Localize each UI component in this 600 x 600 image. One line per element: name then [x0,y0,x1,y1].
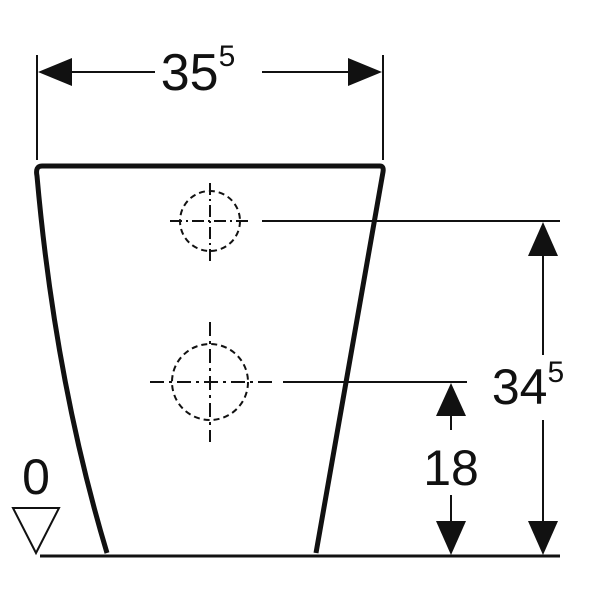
lower-height-arrow-up-icon [436,383,466,416]
lower-connection-circle [171,343,249,421]
width-arrow-left-icon [38,58,72,86]
lower-connection [150,322,272,442]
width-arrow-right-icon [348,58,382,86]
floor-reference-marker: 0 [11,449,61,556]
width-dimension: 355 [36,40,384,160]
floor-triangle-icon [11,507,61,556]
overall-height-arrow-down-icon [528,521,558,555]
overall-height-value: 345 [492,356,564,415]
width-value: 355 [161,40,236,102]
overall-height-arrow-up-icon [528,222,558,256]
lower-height-arrow-down-icon [436,521,466,555]
upper-connection [170,183,250,262]
overall-height-dimension: 345 [492,222,564,555]
lower-height-dimension: 18 [423,383,479,555]
floor-reference-label: 0 [22,449,50,505]
bowl-outline [34,163,386,554]
lower-height-value: 18 [423,440,479,496]
